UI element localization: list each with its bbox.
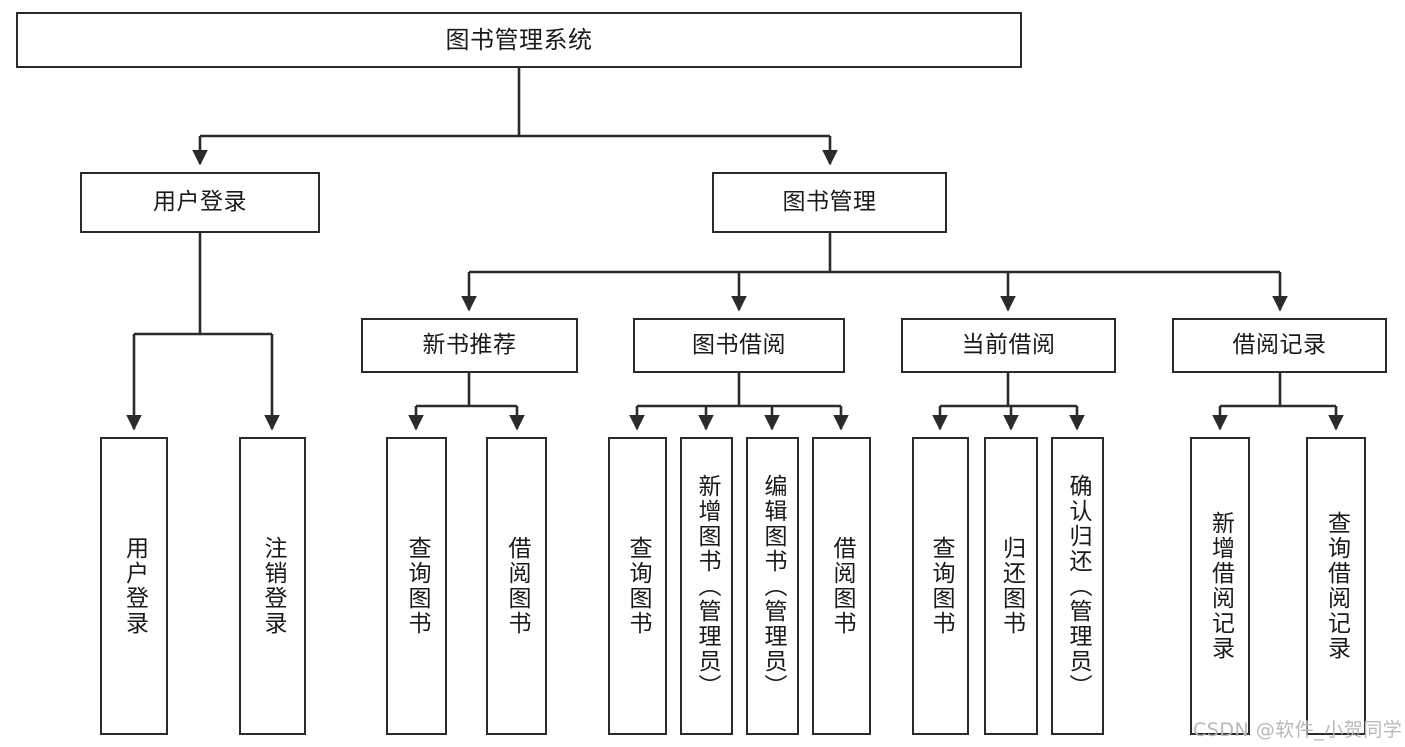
node-borrow-record-label: 借阅记录 (1232, 331, 1327, 358)
node-leaf-add-book-admin-label: 新增图书（管理员） (694, 473, 720, 699)
node-leaf-user-login-label: 用户登录 (121, 536, 148, 636)
node-leaf-borrow-book-label: 借阅图书 (829, 536, 855, 636)
node-book-borrow[interactable]: 图书借阅 (633, 318, 845, 373)
node-leaf-query-book-cur-label: 查询图书 (928, 536, 954, 636)
node-leaf-confirm-return-admin[interactable]: 确认归还（管理员） (1051, 437, 1104, 735)
watermark: CSDN @软件_小贺同学 (1193, 719, 1403, 741)
node-leaf-query-book-new[interactable]: 查询图书 (386, 437, 447, 735)
node-leaf-return-book-label: 归还图书 (998, 536, 1025, 636)
node-leaf-query-book-new-label: 查询图书 (404, 536, 430, 636)
node-user-login-label: 用户登录 (153, 188, 247, 215)
node-current-borrow[interactable]: 当前借阅 (901, 318, 1116, 373)
node-root-label: 图书管理系统 (445, 25, 593, 54)
node-leaf-borrow-book-new-label: 借阅图书 (504, 536, 530, 636)
node-new-book-recommend[interactable]: 新书推荐 (361, 318, 578, 373)
node-leaf-return-book[interactable]: 归还图书 (984, 437, 1038, 735)
node-leaf-user-login[interactable]: 用户登录 (100, 437, 168, 735)
node-leaf-query-borrow-record[interactable]: 查询借阅记录 (1306, 437, 1366, 735)
node-book-manage[interactable]: 图书管理 (712, 172, 947, 233)
node-borrow-record[interactable]: 借阅记录 (1172, 318, 1387, 373)
node-leaf-borrow-book-new[interactable]: 借阅图书 (486, 437, 547, 735)
node-leaf-add-book-admin[interactable]: 新增图书（管理员） (680, 437, 733, 735)
node-leaf-borrow-book[interactable]: 借阅图书 (812, 437, 871, 735)
node-leaf-confirm-return-admin-label: 确认归还（管理员） (1065, 473, 1091, 699)
node-root[interactable]: 图书管理系统 (16, 12, 1022, 68)
node-current-borrow-label: 当前借阅 (961, 331, 1056, 358)
node-leaf-edit-book-admin[interactable]: 编辑图书（管理员） (746, 437, 799, 735)
node-leaf-logout[interactable]: 注销登录 (239, 437, 306, 735)
node-leaf-edit-book-admin-label: 编辑图书（管理员） (760, 473, 786, 699)
node-leaf-logout-label: 注销登录 (260, 536, 286, 636)
node-new-book-recommend-label: 新书推荐 (422, 331, 517, 358)
node-book-borrow-label: 图书借阅 (692, 331, 786, 358)
node-leaf-add-borrow-record-label: 新增借阅记录 (1207, 511, 1234, 661)
node-leaf-query-book-label: 查询图书 (625, 536, 651, 636)
node-leaf-query-book-cur[interactable]: 查询图书 (912, 437, 969, 735)
node-leaf-query-borrow-record-label: 查询借阅记录 (1323, 511, 1350, 661)
node-leaf-add-borrow-record[interactable]: 新增借阅记录 (1190, 437, 1250, 735)
node-user-login[interactable]: 用户登录 (80, 172, 320, 233)
node-book-manage-label: 图书管理 (782, 188, 877, 215)
node-leaf-query-book[interactable]: 查询图书 (608, 437, 667, 735)
